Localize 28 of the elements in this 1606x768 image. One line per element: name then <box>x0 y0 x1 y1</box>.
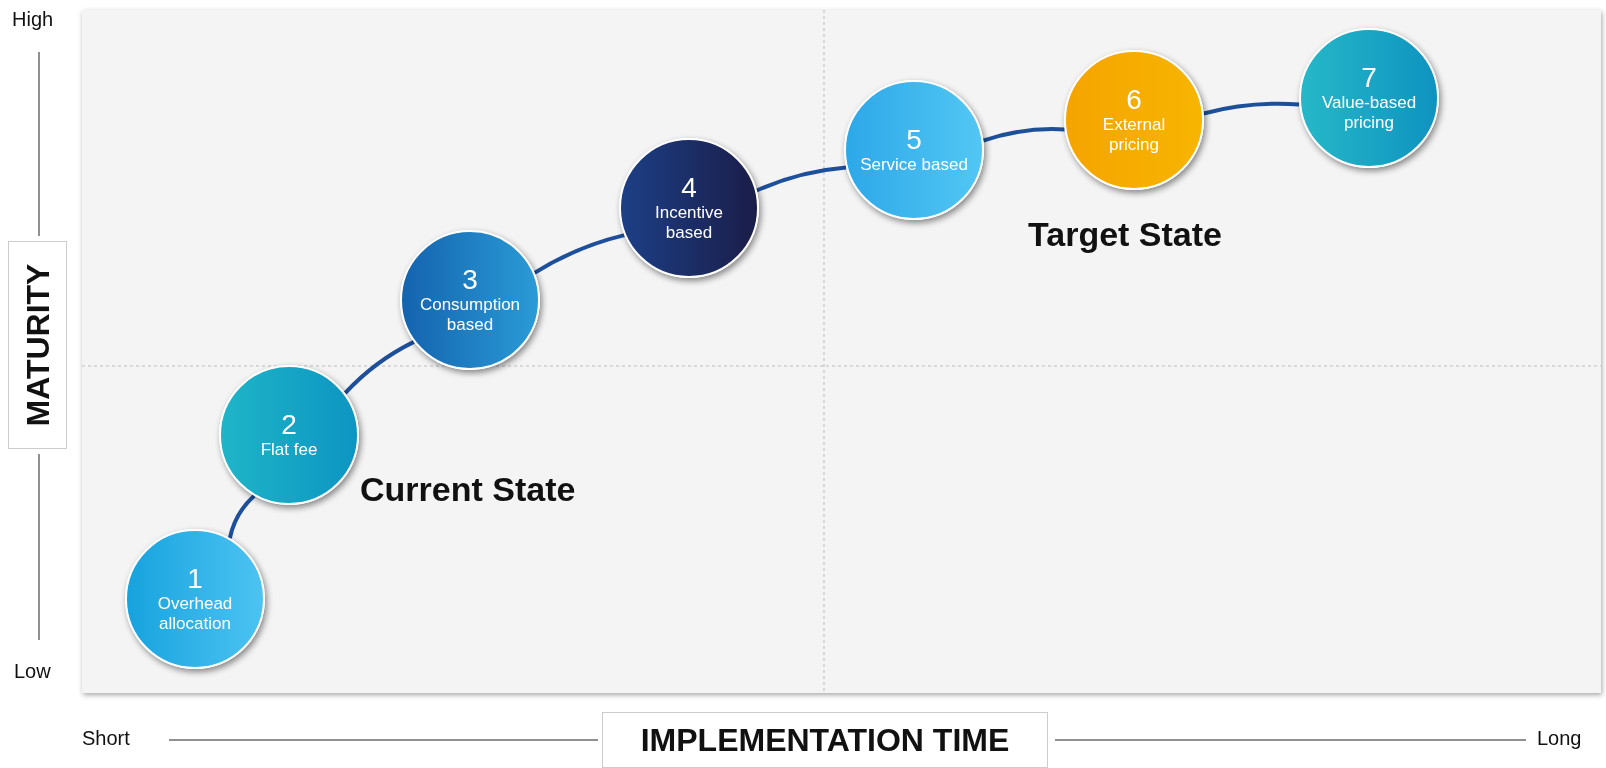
step-label: External pricing <box>1101 115 1167 155</box>
connector-line <box>533 233 625 275</box>
step-number: 1 <box>187 564 203 594</box>
step-label: Service based <box>859 155 969 175</box>
connector-line <box>1203 101 1300 116</box>
region-label: Current State <box>360 470 576 509</box>
step-number: 7 <box>1361 63 1377 93</box>
step-number: 6 <box>1126 85 1142 115</box>
step-label: Flat fee <box>259 440 319 460</box>
axis-title: MATURITY <box>19 263 56 427</box>
connector-line <box>982 127 1065 143</box>
step-label: Value-based pricing <box>1320 93 1418 133</box>
step-label: Overhead allocation <box>156 594 234 634</box>
step-number: 4 <box>681 173 697 203</box>
connector-line <box>343 340 415 395</box>
step-label: Consumption based <box>418 295 522 335</box>
region-label: Target State <box>1028 215 1222 254</box>
axis-end-label: Low <box>14 660 51 683</box>
step-number: 3 <box>462 265 478 295</box>
axis-end-label: Long <box>1537 727 1582 750</box>
step-number: 5 <box>906 125 922 155</box>
connector-line <box>756 165 847 193</box>
axis-end-label: Short <box>82 727 130 750</box>
axis-end-label: High <box>12 8 54 31</box>
step-number: 2 <box>281 410 297 440</box>
axis-title: IMPLEMENTATION TIME <box>602 712 1048 768</box>
step-label: Incentive based <box>653 203 724 243</box>
connector-line <box>227 494 256 539</box>
